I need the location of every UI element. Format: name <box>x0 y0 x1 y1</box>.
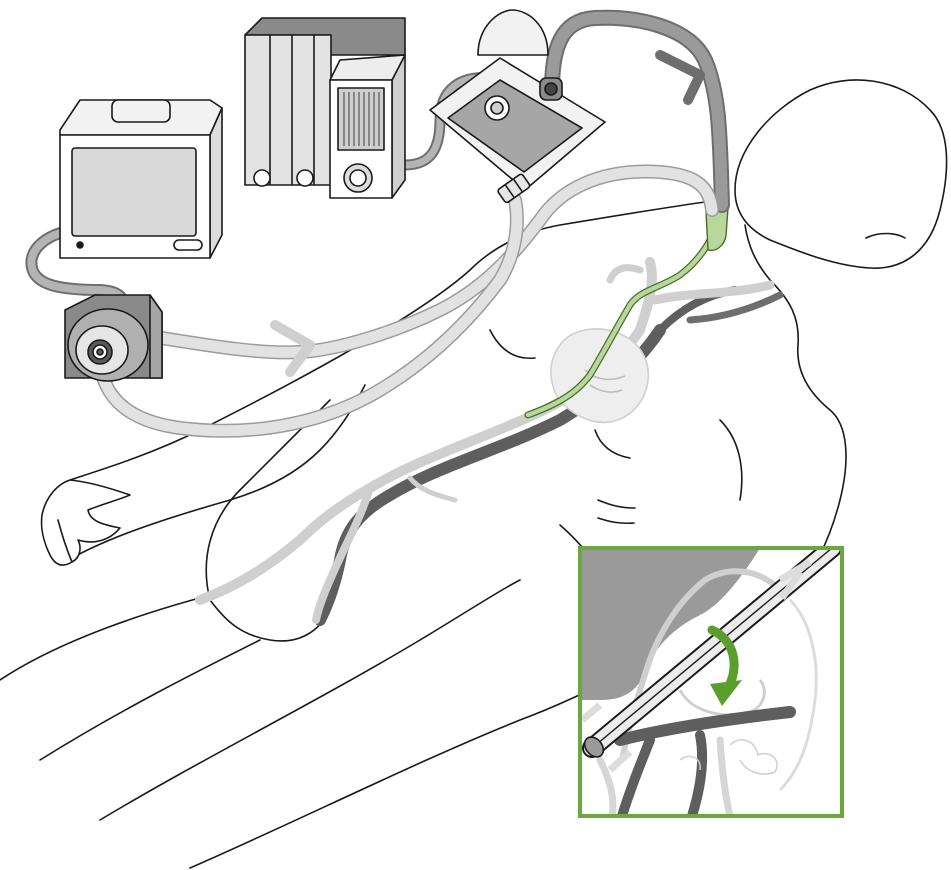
blender-knob-1 <box>254 170 270 186</box>
patient-abdomen <box>720 420 742 500</box>
chevron-arrow-icon <box>660 55 700 100</box>
oxygenator <box>430 10 605 204</box>
patient-chest-curve <box>595 430 630 458</box>
branch-vessel <box>610 268 640 280</box>
oxygenator-port-top-inner <box>491 102 503 114</box>
console-switch <box>174 240 202 250</box>
power-icon <box>77 242 83 248</box>
patient-breast <box>490 330 535 358</box>
patient-leg-3 <box>190 680 610 868</box>
oxygenator-dome <box>478 10 548 55</box>
inset-right-atrium <box>580 548 842 816</box>
patient-leg-2 <box>100 580 520 820</box>
heart <box>551 329 648 423</box>
blender-dial-center <box>350 170 366 186</box>
gas-blender <box>245 18 405 198</box>
blender-right-top <box>330 55 405 80</box>
oxygenator-inlet <box>497 173 531 203</box>
centrifugal-pump <box>65 295 162 381</box>
patient-hand <box>42 480 130 565</box>
console-side <box>210 108 222 258</box>
blender-left-body <box>245 35 331 185</box>
console-knob <box>112 100 170 122</box>
patient-head <box>735 80 947 268</box>
patient-leg-upper <box>0 590 230 680</box>
patient-leg-lower <box>40 640 260 760</box>
patient-hip <box>210 600 330 641</box>
patient-neck <box>745 225 846 600</box>
pump-port-inner <box>97 349 103 355</box>
renal-branch <box>410 478 455 500</box>
patient-navel-line-1 <box>598 500 635 508</box>
oxygenator-outlet-cap <box>545 83 557 95</box>
console-screen <box>72 148 196 236</box>
blender-knob-2 <box>297 170 313 186</box>
heart-outline <box>551 329 648 423</box>
flowmeter-display <box>338 88 384 150</box>
pump-side <box>150 295 162 378</box>
patient-navel-line-2 <box>598 518 634 523</box>
ecmo-console <box>60 100 222 258</box>
